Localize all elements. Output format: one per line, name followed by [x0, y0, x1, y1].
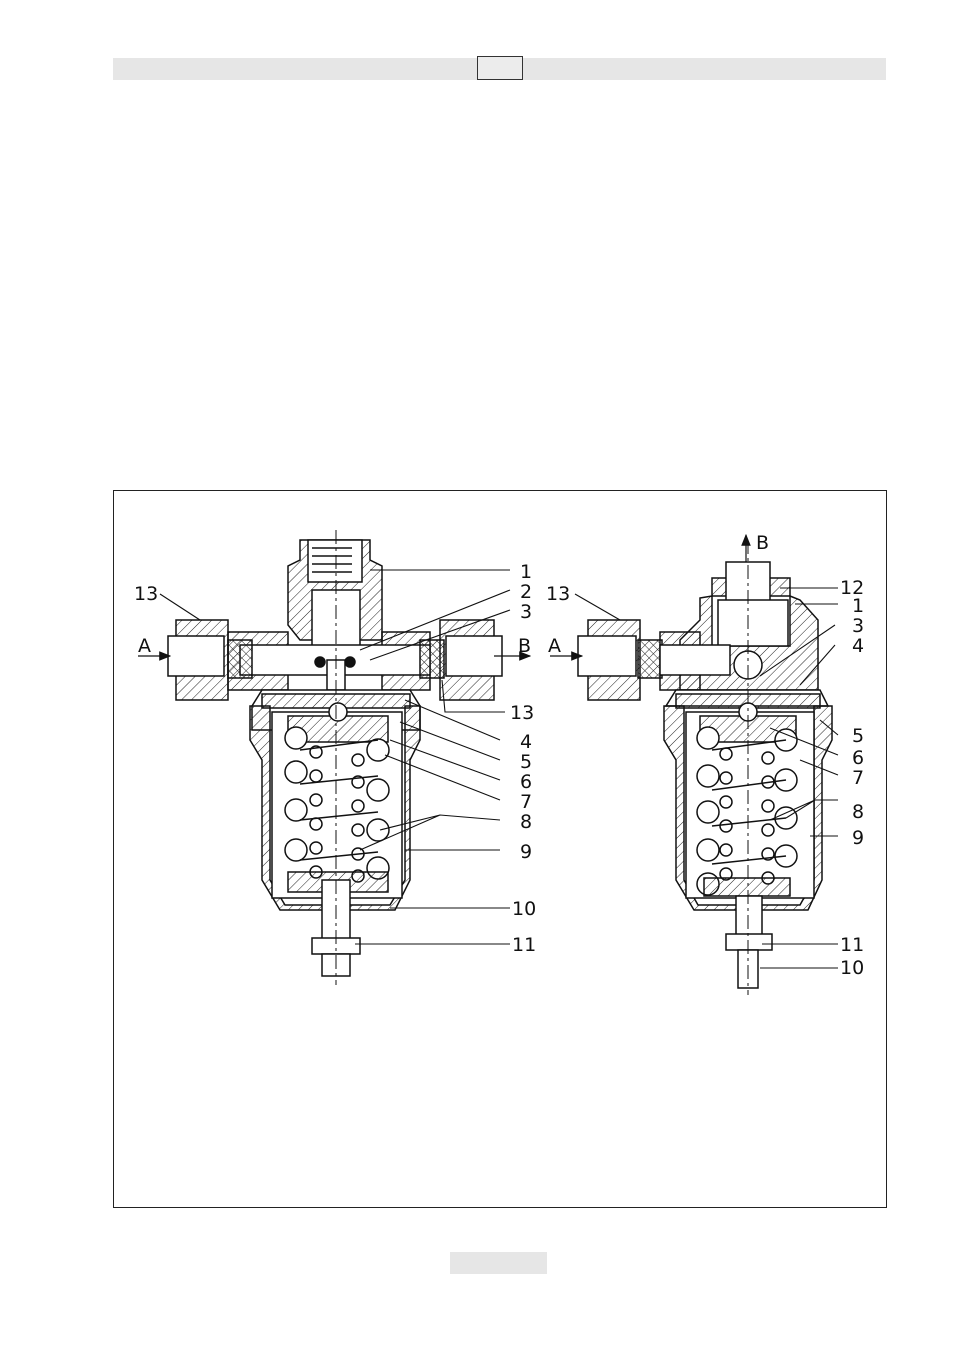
left-callout-4: 4 [520, 731, 532, 753]
left-callout-13-top: 13 [134, 583, 158, 605]
left-callout-13-bottom: 13 [510, 702, 534, 724]
left-callout-7: 7 [520, 791, 532, 813]
left-callout-3: 3 [520, 601, 532, 623]
left-valve-drawing [138, 530, 530, 985]
right-port-a: A [548, 635, 561, 657]
right-callout-6: 6 [852, 747, 864, 769]
left-callout-5: 5 [520, 751, 532, 773]
right-callout-13: 13 [546, 583, 570, 605]
right-callout-3: 3 [852, 615, 864, 637]
right-callout-8: 8 [852, 801, 864, 823]
left-callout-6: 6 [520, 771, 532, 793]
right-callout-5: 5 [852, 725, 864, 747]
left-callout-1: 1 [520, 561, 532, 583]
right-callout-7: 7 [852, 767, 864, 789]
right-callout-4: 4 [852, 635, 864, 657]
left-callout-10: 10 [512, 898, 536, 920]
left-callout-2: 2 [520, 581, 532, 603]
right-callout-9: 9 [852, 827, 864, 849]
right-callout-11: 11 [840, 934, 864, 956]
left-callout-9: 9 [520, 841, 532, 863]
left-callout-11: 11 [512, 934, 536, 956]
footer-page-number-box [450, 1252, 547, 1274]
right-callout-10: 10 [840, 957, 864, 979]
left-callout-8: 8 [520, 811, 532, 833]
left-port-a: A [138, 635, 151, 657]
right-callout-1: 1 [852, 595, 864, 617]
right-valve-drawing [550, 535, 838, 995]
right-port-b: B [756, 532, 769, 554]
left-port-b: B [518, 635, 531, 657]
